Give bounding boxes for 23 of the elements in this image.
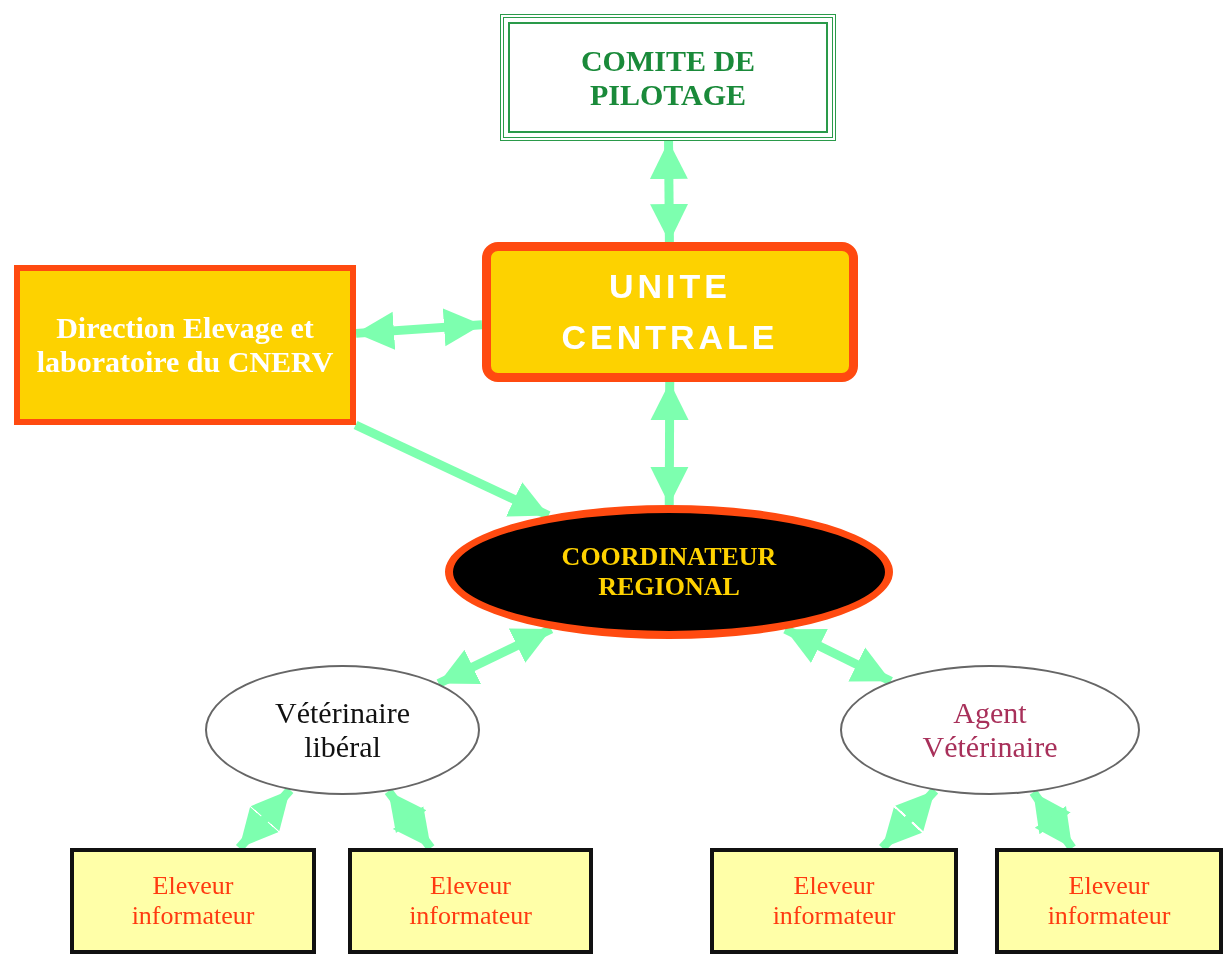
direction-box — [14, 265, 356, 425]
node-label: Vétérinaire libéral — [274, 696, 411, 764]
node-label: UNITE CENTRALE — [560, 266, 780, 358]
node-label: Eleveur informateur — [1046, 871, 1172, 931]
double-arrow — [235, 787, 294, 851]
node-label: Agent Vétérinaire — [921, 696, 1059, 764]
farmer-box — [70, 848, 316, 954]
double-arrow — [650, 382, 689, 505]
farmer-box — [995, 848, 1223, 954]
node-label: Eleveur informateur — [130, 871, 256, 931]
node-label: COORDINATEUR REGIONAL — [560, 542, 778, 602]
node-label: Direction Elevage et laboratoire du CNERV — [35, 311, 335, 379]
double-arrow — [353, 420, 551, 520]
double-arrow — [649, 140, 689, 243]
central-unit-box — [482, 242, 858, 382]
farmer-box — [710, 848, 958, 954]
double-arrow — [384, 788, 435, 851]
node-label: Eleveur informateur — [771, 871, 897, 931]
node-label: COMITE DE PILOTAGE — [579, 43, 757, 112]
committee-box — [500, 14, 836, 141]
double-arrow — [355, 308, 483, 350]
node-label: Eleveur informateur — [408, 871, 533, 931]
farmer-box — [348, 848, 593, 954]
